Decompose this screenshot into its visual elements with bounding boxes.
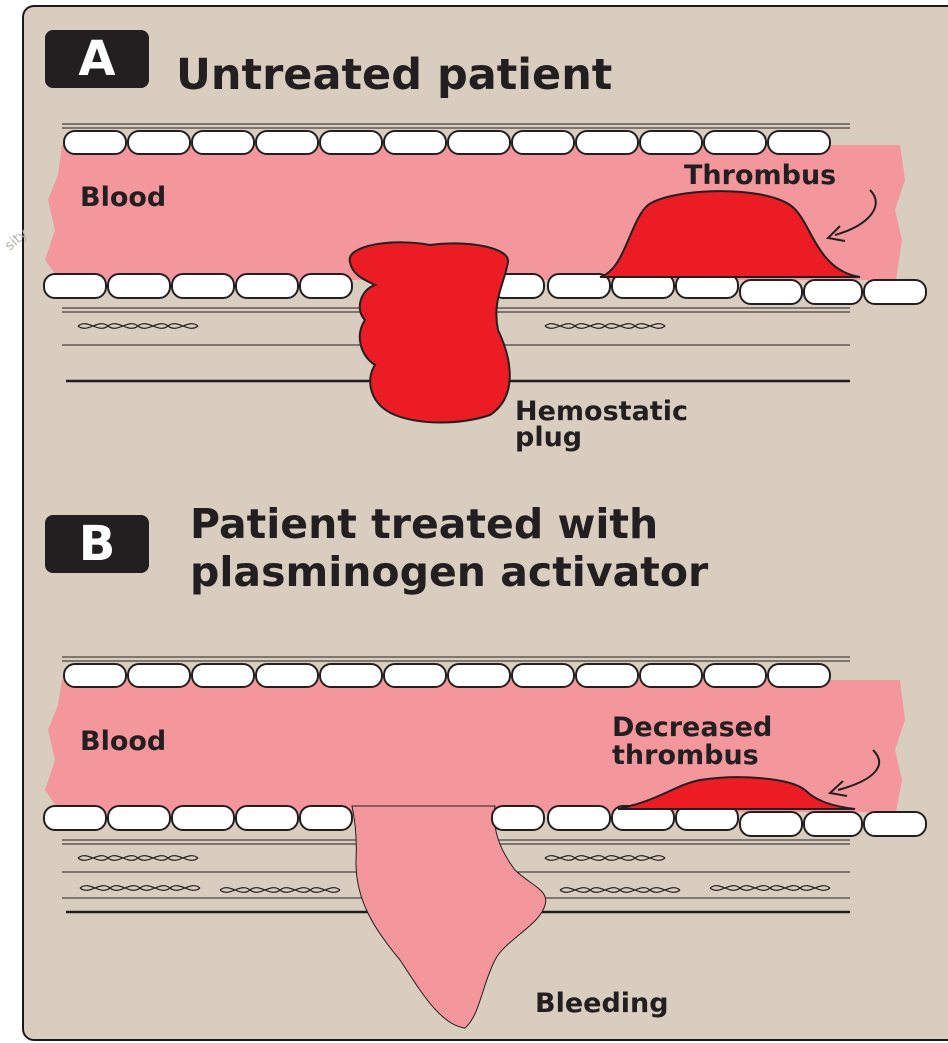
panel-b-heading-line2: plasminogen activator: [190, 548, 708, 596]
panel-b-heading-line1: Patient treated with: [190, 500, 708, 548]
hemostatic-plug: [350, 242, 510, 422]
fiber-icon: [545, 324, 665, 329]
panel-a-heading: Untreated patient: [176, 50, 612, 100]
fiber-icon: [710, 886, 830, 891]
fiber-icon: [78, 324, 198, 329]
fiber-icon: [80, 886, 200, 891]
decreased-thrombus-label-line1: Decreased: [612, 714, 772, 742]
panel-b-heading: Patient treated with plasminogen activat…: [190, 500, 708, 596]
bleeding-label: Bleeding: [535, 990, 669, 1018]
fiber-icon: [78, 856, 198, 861]
fiber-icon: [560, 888, 680, 893]
decreased-thrombus-label-line2: thrombus: [612, 742, 759, 770]
panel-a-badge: A: [45, 30, 149, 88]
bleeding-flow: [352, 806, 546, 1028]
panel-b-vessel: [44, 657, 926, 1028]
fiber-icon: [545, 856, 665, 861]
panel-b-badge: B: [45, 515, 149, 573]
blood-label-b: Blood: [80, 728, 166, 756]
thrombus-label-a: Thrombus: [684, 162, 836, 190]
blood-label-a: Blood: [80, 184, 166, 212]
fiber-icon: [220, 888, 340, 893]
hemostatic-plug-label-line2: plug: [515, 424, 582, 452]
